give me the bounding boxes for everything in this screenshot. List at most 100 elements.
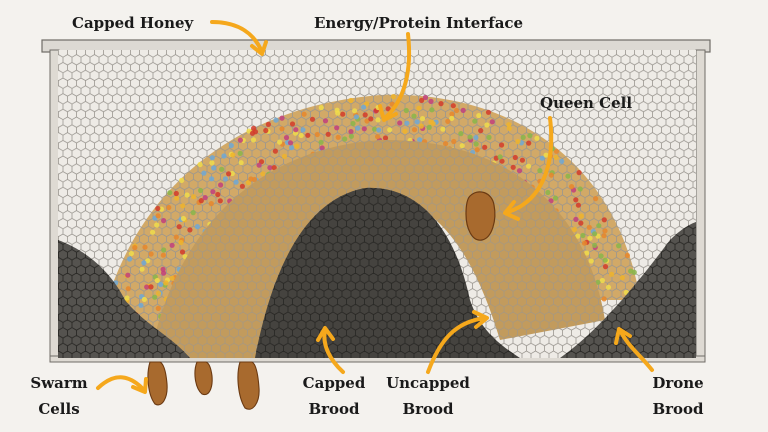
pollen-cell bbox=[267, 165, 273, 171]
pollen-cell bbox=[125, 272, 131, 278]
pollen-cell bbox=[348, 97, 354, 104]
pollen-cell bbox=[364, 118, 370, 124]
pollen-cell bbox=[158, 281, 164, 287]
pollen-cell bbox=[580, 232, 586, 239]
pollen-cell bbox=[472, 118, 478, 124]
pollen-cell bbox=[499, 142, 505, 148]
swarm-cells bbox=[147, 361, 260, 410]
pollen-cell bbox=[124, 295, 130, 301]
pollen-cell bbox=[318, 139, 324, 145]
pollen-cell bbox=[260, 171, 266, 177]
pollen-cell bbox=[602, 228, 608, 234]
pollen-cell bbox=[173, 190, 179, 197]
pollen-cell bbox=[417, 137, 423, 143]
pollen-cell bbox=[156, 290, 162, 296]
pollen-cell bbox=[601, 217, 607, 223]
pollen-cell bbox=[416, 105, 422, 111]
pollen-cell bbox=[605, 284, 612, 290]
pollen-cell bbox=[449, 111, 455, 117]
pollen-cell bbox=[593, 196, 599, 202]
pollen-cell bbox=[228, 142, 234, 149]
pollen-cell bbox=[385, 106, 391, 112]
pollen-cell bbox=[221, 153, 227, 159]
pollen-cell bbox=[402, 128, 408, 134]
pollen-cell bbox=[601, 296, 607, 302]
pollen-cell bbox=[226, 171, 232, 177]
pollen-cell bbox=[178, 239, 184, 246]
pollen-cell bbox=[559, 158, 565, 164]
pollen-cell bbox=[238, 160, 244, 166]
pollen-cell bbox=[609, 271, 615, 277]
pollen-cell bbox=[565, 173, 571, 179]
swarm-cell bbox=[237, 361, 260, 410]
pollen-cell bbox=[169, 275, 175, 281]
pollen-cell bbox=[587, 235, 593, 241]
pollen-cell bbox=[271, 165, 277, 171]
pollen-cell bbox=[362, 112, 368, 118]
pollen-cell bbox=[459, 143, 465, 149]
pollen-cell bbox=[584, 250, 590, 256]
pollen-cell bbox=[209, 160, 215, 166]
pollen-cell bbox=[166, 204, 172, 211]
pollen-cell bbox=[526, 163, 532, 169]
pollen-cell bbox=[180, 203, 186, 209]
pollen-cell bbox=[403, 107, 409, 114]
pollen-cell bbox=[277, 139, 283, 145]
pollen-cell bbox=[233, 179, 239, 185]
pollen-cell bbox=[628, 268, 634, 274]
drone-brood-label-line2: Brood bbox=[652, 400, 704, 418]
uncapped-brood-arrow bbox=[426, 310, 489, 374]
pollen-cell bbox=[128, 250, 134, 257]
queen-cell bbox=[465, 191, 496, 241]
pollen-cell bbox=[287, 140, 294, 146]
pollen-cell bbox=[237, 137, 243, 143]
pollen-cell bbox=[526, 140, 532, 146]
pollen-cell bbox=[411, 127, 418, 133]
uncapped-brood-label: Uncapped Brood bbox=[380, 370, 476, 422]
pollen-cell bbox=[176, 224, 182, 230]
pollen-cell bbox=[553, 154, 559, 160]
pollen-cell bbox=[169, 242, 175, 248]
pollen-cell bbox=[353, 114, 359, 120]
interface-label: Energy/Protein Interface bbox=[314, 14, 524, 32]
capped-brood-cells bbox=[255, 187, 520, 358]
pollen-cell bbox=[161, 247, 167, 253]
pollen-cell bbox=[138, 302, 144, 308]
pollen-cell bbox=[450, 103, 456, 109]
pollen-cell bbox=[624, 252, 631, 259]
pollen-cell bbox=[335, 110, 341, 116]
pollen-cell bbox=[283, 135, 290, 141]
pollen-cell bbox=[148, 284, 154, 290]
pollen-cell bbox=[334, 125, 340, 131]
capped-honey-arrow bbox=[210, 20, 268, 56]
pollen-cell bbox=[443, 141, 449, 147]
pollen-cell bbox=[219, 166, 225, 172]
pollen-cell bbox=[578, 220, 584, 226]
pollen-cell bbox=[485, 109, 492, 115]
pollen-cell bbox=[180, 215, 186, 222]
pollen-cell bbox=[222, 176, 228, 182]
pollen-cell bbox=[289, 121, 296, 127]
pollen-cell bbox=[512, 154, 518, 161]
pollen-cell bbox=[187, 227, 193, 233]
pollen-cell bbox=[141, 296, 147, 302]
pollen-cell bbox=[438, 101, 444, 107]
pollen-cell bbox=[194, 224, 200, 230]
pollen-cell bbox=[440, 126, 446, 132]
pollen-cell bbox=[289, 145, 295, 151]
pollen-cell bbox=[198, 198, 204, 204]
swarm-cells-label-line1: Swarm bbox=[30, 374, 88, 392]
pollen-cell bbox=[520, 134, 526, 140]
pollen-cell bbox=[476, 113, 482, 119]
pollen-cell bbox=[387, 127, 393, 133]
pollen-cell bbox=[375, 134, 381, 140]
pollen-cell bbox=[340, 111, 346, 117]
pollen-cell bbox=[364, 101, 370, 107]
uncapped-brood-label-line2: Brood bbox=[402, 400, 454, 418]
pollen-cell bbox=[155, 205, 161, 212]
pollen-cell bbox=[250, 137, 257, 143]
pollen-cell bbox=[361, 104, 367, 110]
pollen-cell bbox=[506, 122, 512, 128]
uncapped-brood-cells bbox=[150, 139, 605, 358]
